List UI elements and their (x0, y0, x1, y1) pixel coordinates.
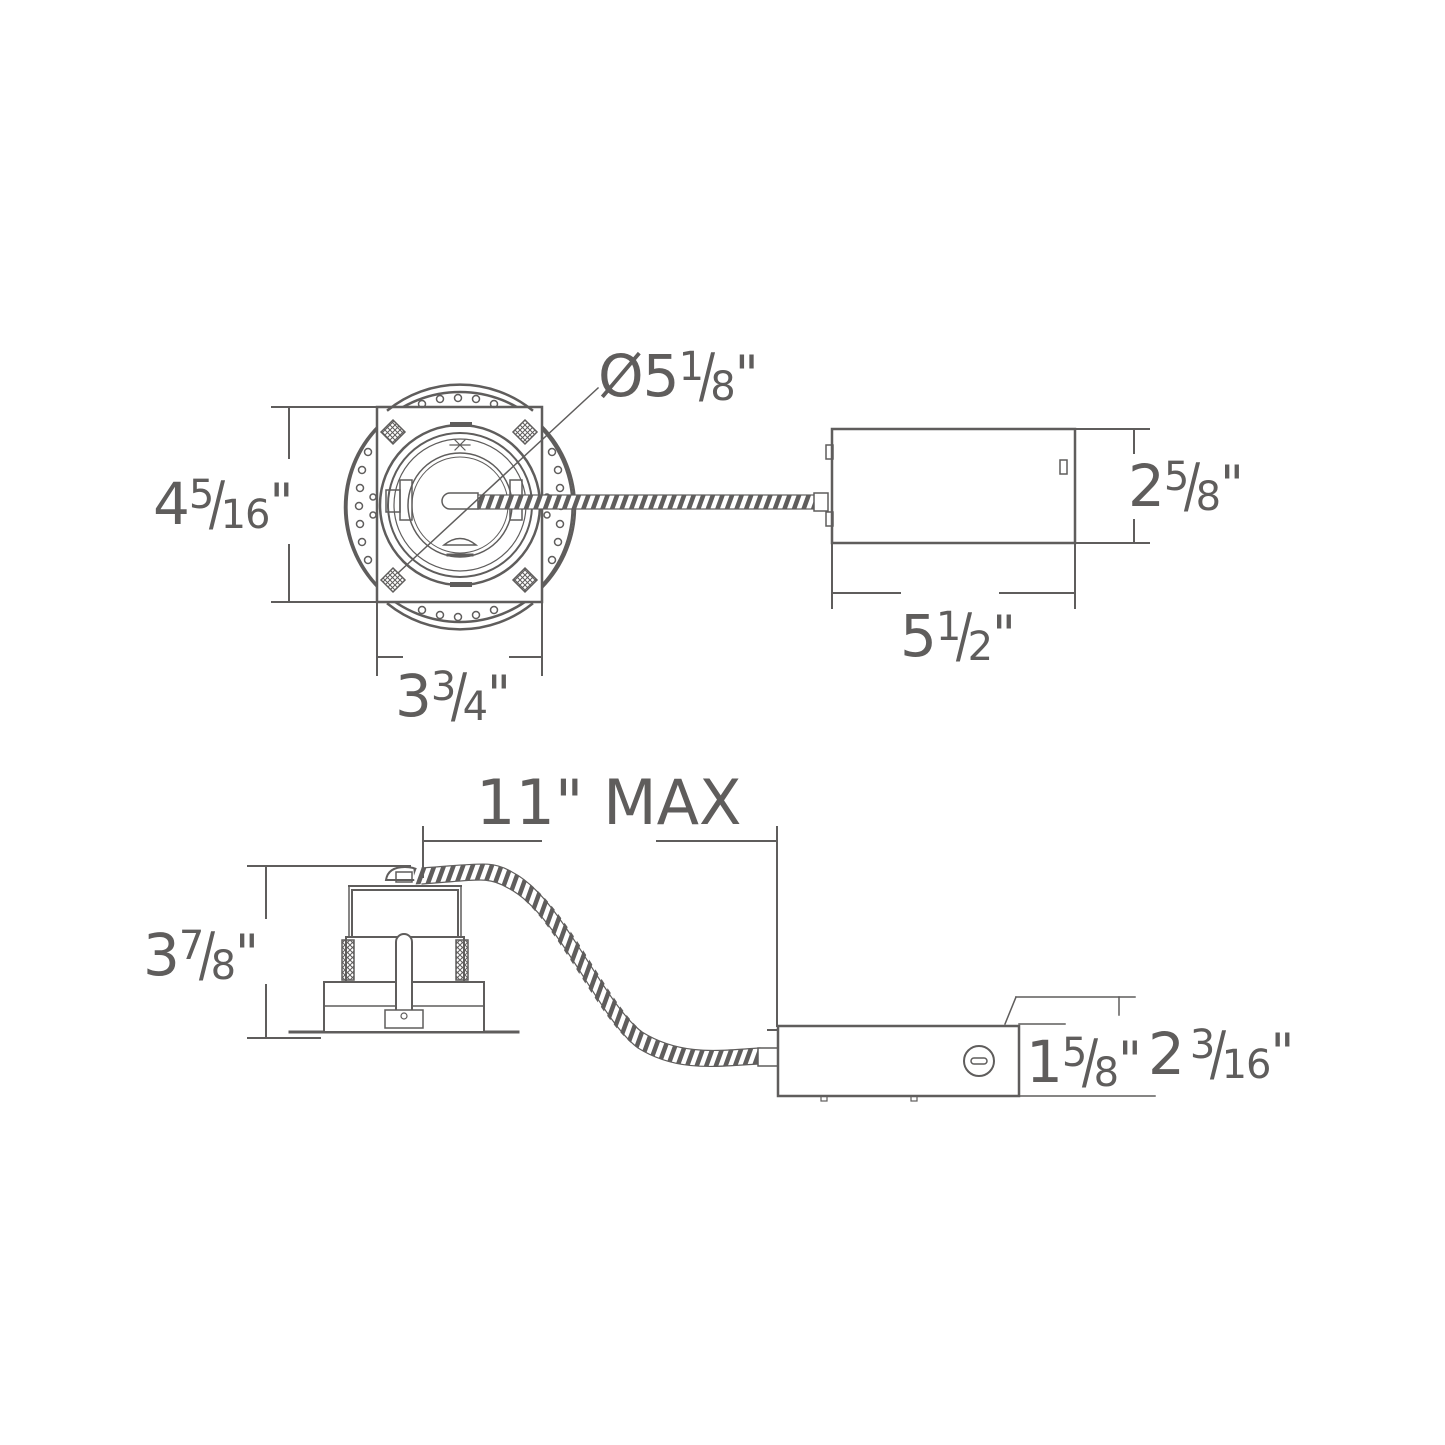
jbox-height-unit: " (1220, 455, 1244, 515)
flange-holes (354, 393, 566, 622)
jbox-height-whole: 2 (1128, 452, 1165, 520)
width-denominator: 4 (462, 684, 488, 730)
box-total-height-whole: 2 (1148, 1020, 1185, 1088)
housing-height-whole: 3 (143, 921, 180, 989)
box-total-height-unit: " (1270, 1023, 1294, 1083)
box-height-denominator: 8 (1093, 1050, 1119, 1096)
top-view-dimension-lines (271, 386, 1150, 676)
box-height-numerator: 5 (1061, 1030, 1087, 1076)
housing-height-denominator: 8 (210, 943, 236, 989)
junction-box-length-label: 51/2" (900, 601, 1016, 671)
top-view-housing (343, 383, 577, 631)
housing-height-label: 37/8" (143, 920, 259, 990)
jbox-height-denominator: 8 (1195, 474, 1221, 520)
housing-height-numerator: 7 (178, 923, 204, 969)
box-total-height-numerator: 3 (1189, 1022, 1215, 1068)
width-whole: 3 (395, 662, 432, 730)
box-total-height-denominator: 16 (1221, 1042, 1272, 1088)
jbox-length-whole: 5 (900, 602, 937, 670)
width-unit: " (487, 665, 511, 725)
top-view-cable (477, 492, 829, 512)
box-height-whole: 1 (1026, 1028, 1063, 1096)
height-unit: " (269, 473, 293, 533)
height-denominator: 16 (220, 492, 271, 538)
top-view-junction-box (825, 427, 1077, 545)
box-height-unit: " (1118, 1031, 1142, 1091)
cable-length-label: 11" MAX (476, 772, 742, 834)
corner-fasteners (379, 418, 539, 594)
junction-box-height-label: 25/8" (1128, 451, 1244, 521)
box-height-label: 15/8" (1026, 1027, 1142, 1097)
jbox-length-numerator: 1 (935, 604, 961, 650)
diameter-denominator: 8 (710, 364, 735, 410)
diameter-unit: " (734, 345, 759, 405)
jbox-length-denominator: 2 (967, 624, 993, 670)
height-numerator: 5 (188, 472, 214, 518)
side-view-cable (413, 863, 779, 1068)
diameter-numerator: 1 (678, 344, 704, 390)
side-view-dimension-lines (247, 826, 1156, 1097)
side-view-housing (288, 865, 520, 1034)
height-whole: 4 (153, 470, 190, 538)
jbox-height-numerator: 5 (1163, 454, 1189, 500)
cable-length-text: 11" MAX (476, 766, 742, 839)
diameter-whole: 5 (642, 342, 680, 410)
side-view-junction-box (767, 1024, 1021, 1102)
width-numerator: 3 (430, 664, 456, 710)
diameter-label: Ø51/8" (598, 341, 759, 411)
diameter-symbol: Ø (598, 342, 644, 410)
height-label-top-view: 45/16" (153, 469, 293, 539)
jbox-length-unit: " (992, 605, 1016, 665)
housing-height-unit: " (235, 924, 259, 984)
width-label-top-view: 33/4" (395, 661, 511, 731)
